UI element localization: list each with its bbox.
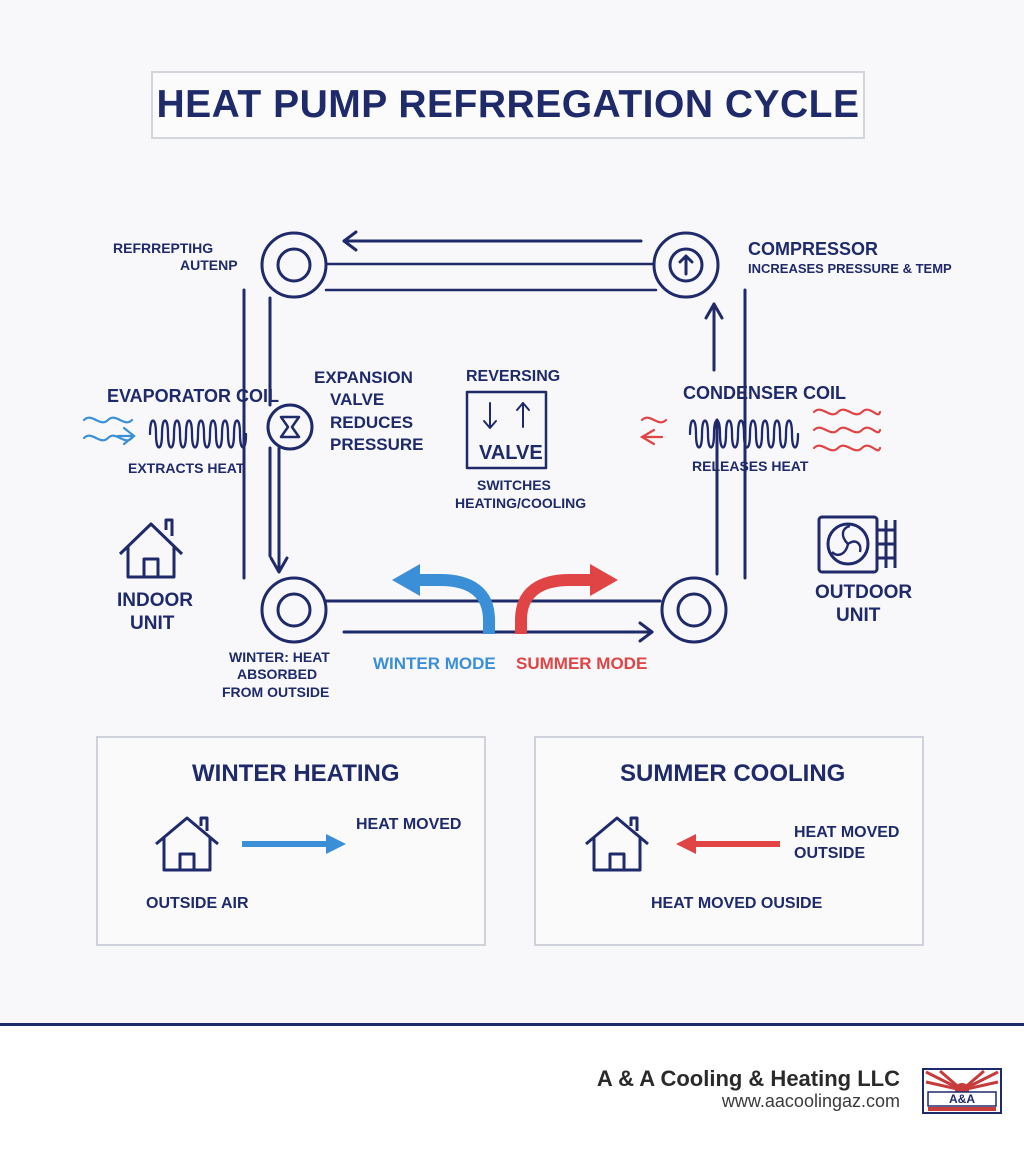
top-left-label-1: REFRREРТІНG	[113, 240, 214, 256]
summer-mode-label: SUMMER MODE	[516, 654, 648, 673]
condenser-desc: RELEASES HEAT	[692, 458, 809, 474]
winter-panel-graphics	[155, 816, 346, 872]
summer-panel-title: SUMMER COOLING	[620, 760, 846, 787]
expansion-line-3: REDUCES	[330, 413, 414, 432]
company-name: A & A Cooling & Heating LLC	[596, 1066, 900, 1091]
evaporator-desc: EXTRACTS HEAT	[128, 460, 245, 476]
reversing-valve-box	[465, 390, 548, 470]
outdoor-unit-line-2: UNIT	[836, 605, 881, 626]
evaporator-title: EVAPORATOR COIL	[107, 386, 280, 406]
winter-bottom-label: OUTSIDE AIR	[146, 895, 249, 912]
indoor-house-icon	[118, 518, 184, 579]
footer-divider	[0, 1023, 1024, 1026]
summer-panel-graphics	[585, 816, 780, 872]
condenser-title: CONDENSER COIL	[683, 383, 847, 403]
bottom-flow-arrowhead	[638, 621, 654, 643]
reversing-title: REVERSING	[466, 368, 561, 385]
summer-arrow-label-1: HEAT MOVED	[794, 824, 900, 841]
expansion-line-4: PRESSURE	[330, 435, 424, 454]
logo-text: A&A	[949, 1092, 975, 1106]
reversing-desc-1: SWITCHES	[477, 477, 551, 493]
outdoor-fan-unit-icon	[817, 515, 897, 574]
expansion-line-1: EXPANSION	[314, 368, 413, 387]
expansion-line-2: VALVE	[330, 390, 385, 409]
right-flow-arrowhead	[704, 302, 724, 320]
summer-mode-arrowhead	[590, 564, 618, 596]
compressor-desc: INCREASES PRESSURE & TEMP	[748, 261, 952, 276]
top-left-label-2: AUTENP	[180, 257, 238, 273]
expansion-valve-icon	[266, 403, 314, 451]
winter-house-icon	[155, 816, 219, 872]
winter-note-line-3: FROM OUTSIDE	[222, 684, 330, 700]
reversing-valve-label: VALVE	[479, 442, 543, 464]
reversing-desc-2: HEATING/COOLING	[455, 495, 587, 511]
refrigeration-cycle-diagram	[82, 230, 897, 644]
summer-mode-arrow	[515, 574, 592, 634]
outdoor-unit-line-1: OUTDOOR	[815, 582, 913, 603]
summer-bottom-label: HEAT MOVED OUSIDE	[651, 895, 823, 912]
winter-note-line-2: ABSORBED	[237, 666, 318, 682]
footer	[0, 1026, 1024, 1154]
company-website: www.aacoolingaz.com	[721, 1091, 900, 1111]
summer-arrow-label-2: OUTSIDE	[794, 845, 866, 862]
left-flow-arrowhead	[269, 556, 289, 574]
indoor-unit-line-1: INDOOR	[117, 590, 193, 611]
node-top-left	[260, 231, 328, 299]
title-banner: HEAT PUMP REFRREGATION CYCLE	[151, 71, 865, 139]
indoor-unit-line-2: UNIT	[130, 613, 175, 634]
winter-mode-label: WINTER MODE	[373, 654, 496, 673]
node-bottom-left	[260, 576, 328, 644]
node-bottom-right	[660, 576, 728, 644]
heat-waves-icon	[639, 408, 882, 452]
winter-mode-arrow	[418, 574, 495, 634]
summer-house-icon	[585, 816, 649, 872]
winter-arrow-label: HEAT MOVED	[356, 816, 462, 833]
company-logo: A&A	[922, 1068, 1002, 1114]
top-flow-arrowhead	[342, 230, 358, 252]
cool-air-waves-icon	[82, 416, 136, 446]
compressor-title: COMPRESSOR	[748, 239, 879, 259]
page-title: HEAT PUMP REFRREGATION CYCLE	[156, 83, 860, 126]
winter-mode-arrowhead	[392, 564, 420, 596]
evaporator-coil-icon	[148, 419, 248, 449]
winter-note-line-1: WINTER: HEAT	[229, 649, 330, 665]
winter-panel-title: WINTER HEATING	[192, 760, 400, 787]
condenser-coil-icon	[688, 419, 800, 449]
